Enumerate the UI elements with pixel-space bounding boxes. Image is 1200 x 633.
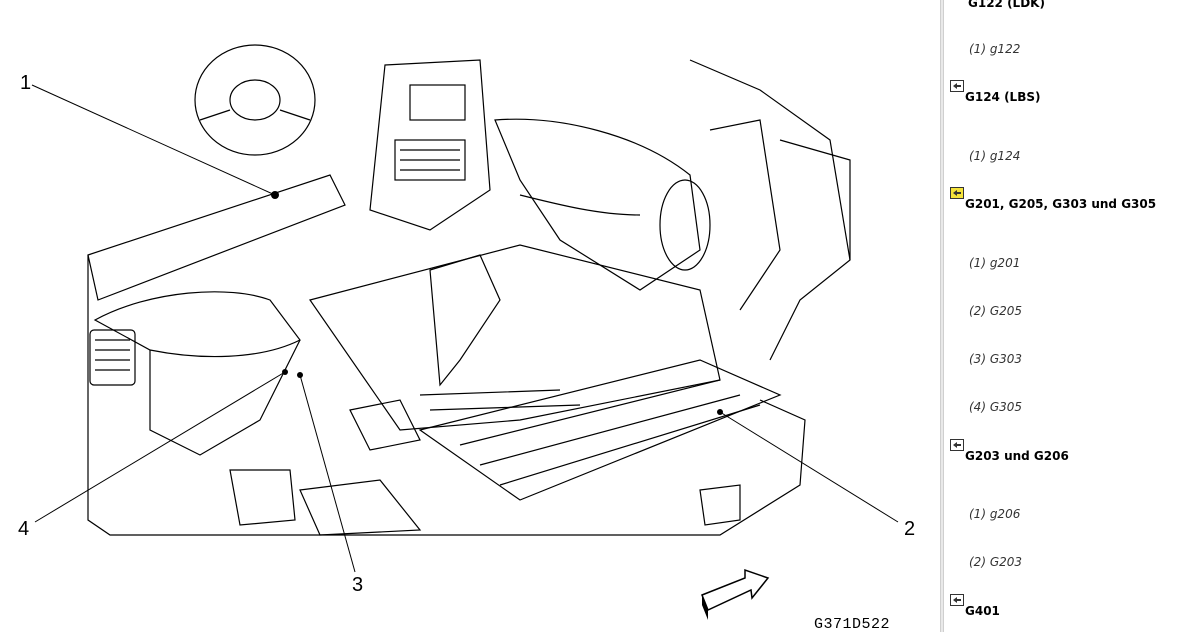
return-icon[interactable] <box>950 594 964 606</box>
section-heading-g401[interactable]: G401 <box>950 594 1000 618</box>
figure-code: G371D522 <box>814 616 891 633</box>
section-title: G124 (LBS) <box>965 90 1041 104</box>
list-item-g203[interactable]: (2) G203 <box>969 555 1023 569</box>
section-heading-g201-g205-g303-g305[interactable]: G201, G205, G303 und G305 <box>950 187 1157 211</box>
section-heading-g203-g206[interactable]: G203 und G206 <box>950 439 1069 463</box>
component-locator-diagram: 1 2 3 4 G371D522 <box>18 44 916 633</box>
list-item-g305[interactable]: (4) G305 <box>969 400 1023 414</box>
callout-4: 4 <box>18 518 30 540</box>
forward-arrow-icon <box>701 568 770 620</box>
list-item-g206[interactable]: (1) g206 <box>969 507 1021 521</box>
callout-3: 3 <box>352 574 364 596</box>
return-icon-active[interactable] <box>950 187 964 199</box>
list-item-g201[interactable]: (1) g201 <box>969 256 1021 270</box>
vehicle-interior-illustration <box>31 44 899 620</box>
section-title: G201, G205, G303 und G305 <box>965 197 1157 211</box>
section-heading-g122[interactable]: G122 (LDK) <box>950 0 1045 10</box>
list-item-g303[interactable]: (3) G303 <box>969 352 1023 366</box>
section-title: G122 (LDK) <box>968 0 1045 10</box>
list-item-g124[interactable]: (1) g124 <box>969 149 1021 163</box>
section-title: G203 und G206 <box>965 449 1069 463</box>
ground-navigation-panel: G122 (LDK) (1) g122 G124 (LBS) (1) g124 … <box>944 0 1200 632</box>
return-icon[interactable] <box>950 439 964 451</box>
list-item-g205[interactable]: (2) G205 <box>969 304 1023 318</box>
return-icon[interactable] <box>950 80 964 92</box>
list-item-g122[interactable]: (1) g122 <box>969 42 1021 56</box>
panel-divider[interactable] <box>940 0 944 632</box>
callout-2: 2 <box>904 518 916 540</box>
section-heading-g124[interactable]: G124 (LBS) <box>950 80 1041 104</box>
callout-1: 1 <box>20 72 32 94</box>
section-title: G401 <box>965 604 1000 618</box>
